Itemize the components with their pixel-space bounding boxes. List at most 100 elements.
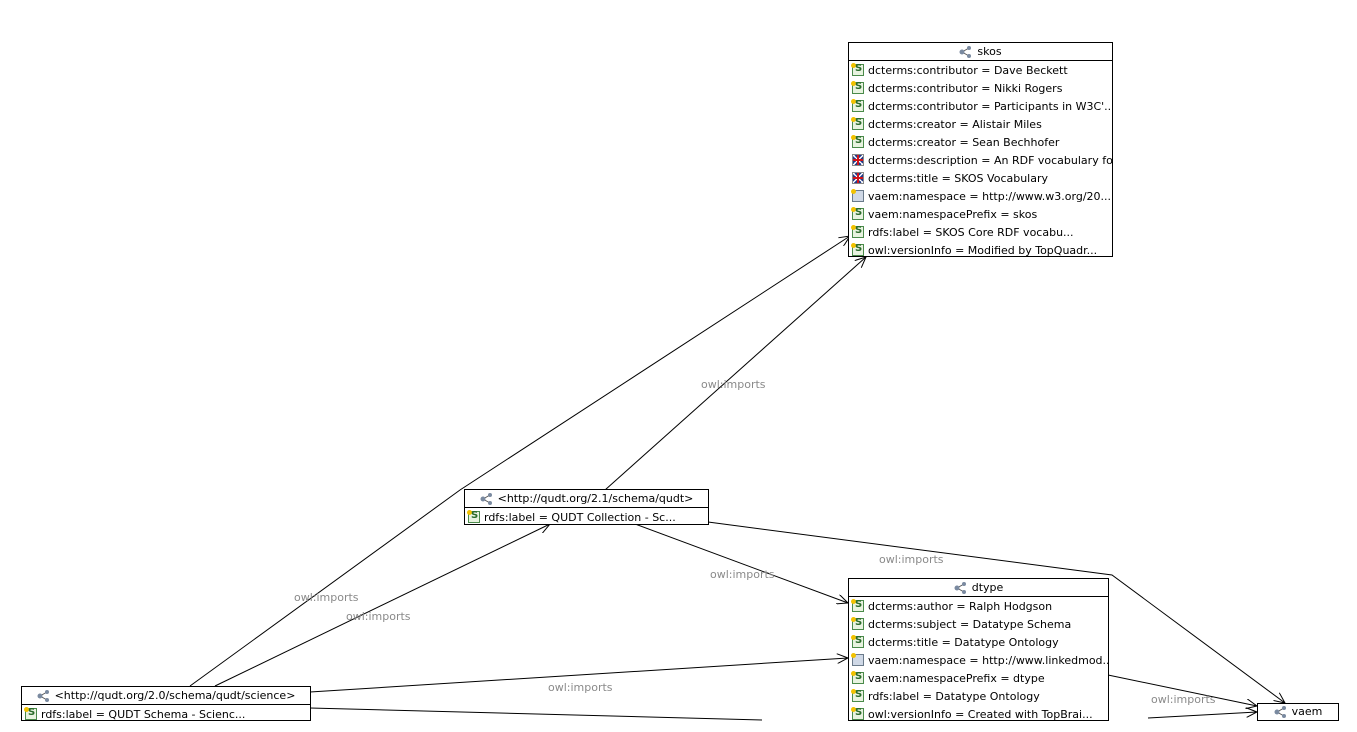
node-title: dtype bbox=[971, 581, 1004, 594]
property-row[interactable]: dcterms:creator = Sean Bechhofer bbox=[849, 133, 1112, 151]
string-literal-icon bbox=[851, 689, 864, 702]
edge-science-qudt[interactable] bbox=[214, 524, 550, 687]
node-properties: dcterms:contributor = Dave Beckett dcterm… bbox=[849, 61, 1112, 259]
edge-science-dtype[interactable] bbox=[309, 658, 848, 693]
property-row[interactable]: dcterms:creator = Alistair Miles bbox=[849, 115, 1112, 133]
string-literal-icon bbox=[851, 635, 864, 648]
string-literal-icon bbox=[851, 207, 864, 220]
ontology-icon bbox=[37, 689, 51, 702]
node-title: <http://qudt.org/2.0/schema/qudt/science… bbox=[54, 689, 296, 702]
property-text: rdfs:label = QUDT Schema - Scienc... bbox=[41, 707, 246, 721]
ontology-icon bbox=[954, 581, 968, 594]
property-text: rdfs:label = Datatype Ontology bbox=[868, 689, 1040, 703]
property-row[interactable]: rdfs:label = SKOS Core RDF vocabu... bbox=[849, 223, 1112, 241]
edge-science-vaem-end[interactable] bbox=[1147, 712, 1257, 719]
property-row[interactable]: rdfs:label = QUDT Collection - Sc... bbox=[465, 508, 708, 526]
ontology-icon bbox=[1274, 706, 1288, 718]
node-properties: rdfs:label = QUDT Collection - Sc... bbox=[465, 508, 708, 526]
property-text: dcterms:subject = Datatype Schema bbox=[868, 617, 1072, 631]
edge-label-science-qudt: owl:imports bbox=[346, 610, 411, 623]
property-text: dcterms:contributor = Dave Beckett bbox=[868, 63, 1068, 77]
ontology-node-vaem[interactable]: vaem bbox=[1257, 703, 1339, 721]
property-row[interactable]: dcterms:contributor = Nikki Rogers bbox=[849, 79, 1112, 97]
string-literal-icon bbox=[851, 243, 864, 256]
property-text: dcterms:description = An RDF vocabulary … bbox=[868, 153, 1112, 167]
node-header[interactable]: <http://qudt.org/2.1/schema/qudt> bbox=[465, 490, 708, 508]
property-row[interactable]: dcterms:description = An RDF vocabulary … bbox=[849, 151, 1112, 169]
ontology-node-qudt[interactable]: <http://qudt.org/2.1/schema/qudt> rdfs:l… bbox=[464, 489, 709, 525]
node-header[interactable]: vaem bbox=[1258, 704, 1338, 720]
string-literal-icon bbox=[851, 599, 864, 612]
edge-label-qudt-vaem: owl:imports bbox=[879, 553, 944, 566]
ontology-icon bbox=[480, 492, 494, 505]
edge-label-qudt-skos: owl:imports bbox=[701, 378, 766, 391]
edge-label-science-dtype: owl:imports bbox=[548, 681, 613, 694]
property-text: dcterms:title = SKOS Vocabulary bbox=[868, 171, 1049, 185]
ontology-node-skos[interactable]: skos dcterms:contributor = Dave Beckettd… bbox=[848, 42, 1113, 257]
property-row[interactable]: dcterms:title = SKOS Vocabulary bbox=[849, 169, 1112, 187]
property-text: dcterms:author = Ralph Hodgson bbox=[868, 599, 1053, 613]
node-properties: dcterms:author = Ralph Hodgson dcterms:su… bbox=[849, 597, 1108, 723]
string-literal-icon bbox=[851, 99, 864, 112]
edge-label-qudt-dtype: owl:imports bbox=[710, 568, 775, 581]
property-row[interactable]: vaem:namespace = http://www.linkedmod... bbox=[849, 651, 1108, 669]
string-literal-icon bbox=[851, 671, 864, 684]
string-literal-icon bbox=[24, 707, 37, 720]
edge-label-science-skos: owl:imports bbox=[294, 591, 359, 604]
node-title: <http://qudt.org/2.1/schema/qudt> bbox=[497, 492, 694, 505]
property-row[interactable]: rdfs:label = QUDT Schema - Scienc... bbox=[22, 705, 310, 723]
node-header[interactable]: dtype bbox=[849, 579, 1108, 597]
property-row[interactable]: rdfs:label = Datatype Ontology bbox=[849, 687, 1108, 705]
property-row[interactable]: dcterms:subject = Datatype Schema bbox=[849, 615, 1108, 633]
property-row[interactable]: vaem:namespace = http://www.w3.org/20... bbox=[849, 187, 1112, 205]
ontology-node-science[interactable]: <http://qudt.org/2.0/schema/qudt/science… bbox=[21, 686, 311, 721]
edge-qudt-dtype[interactable] bbox=[634, 523, 848, 603]
node-title: skos bbox=[977, 45, 1002, 58]
string-literal-icon bbox=[851, 117, 864, 130]
english-language-flag-icon bbox=[852, 154, 864, 166]
property-text: owl:versionInfo = Modified by TopQuadr..… bbox=[868, 243, 1098, 257]
ontology-node-dtype[interactable]: dtype dcterms:author = Ralph Hodgsondcte… bbox=[848, 578, 1109, 721]
string-literal-icon bbox=[851, 63, 864, 76]
property-text: dcterms:creator = Alistair Miles bbox=[868, 117, 1042, 131]
ontology-icon bbox=[959, 45, 973, 58]
property-row[interactable]: dcterms:contributor = Participants in W3… bbox=[849, 97, 1112, 115]
property-text: dcterms:title = Datatype Ontology bbox=[868, 635, 1059, 649]
string-literal-icon bbox=[467, 510, 480, 523]
node-header[interactable]: skos bbox=[849, 43, 1112, 61]
property-text: dcterms:contributor = Nikki Rogers bbox=[868, 81, 1063, 95]
property-row[interactable]: owl:versionInfo = Created with TopBrai..… bbox=[849, 705, 1108, 723]
typed-literal-icon bbox=[851, 189, 864, 202]
property-text: rdfs:label = SKOS Core RDF vocabu... bbox=[868, 225, 1074, 239]
property-text: dcterms:creator = Sean Bechhofer bbox=[868, 135, 1060, 149]
string-literal-icon bbox=[851, 225, 864, 238]
property-text: vaem:namespace = http://www.linkedmod... bbox=[868, 653, 1108, 667]
property-row[interactable]: dcterms:contributor = Dave Beckett bbox=[849, 61, 1112, 79]
property-row[interactable]: dcterms:title = Datatype Ontology bbox=[849, 633, 1108, 651]
property-row[interactable]: owl:versionInfo = Modified by TopQuadr..… bbox=[849, 241, 1112, 259]
property-text: vaem:namespacePrefix = skos bbox=[868, 207, 1038, 221]
english-language-flag-icon bbox=[852, 172, 864, 184]
edge-qudt-skos[interactable] bbox=[604, 257, 866, 491]
string-literal-icon bbox=[851, 81, 864, 94]
edge-science-vaem[interactable] bbox=[309, 707, 763, 721]
string-literal-icon bbox=[851, 707, 864, 720]
node-header[interactable]: <http://qudt.org/2.0/schema/qudt/science… bbox=[22, 687, 310, 705]
property-text: vaem:namespace = http://www.w3.org/20... bbox=[868, 189, 1112, 203]
property-text: rdfs:label = QUDT Collection - Sc... bbox=[484, 510, 676, 524]
property-text: owl:versionInfo = Created with TopBrai..… bbox=[868, 707, 1093, 721]
property-row[interactable]: vaem:namespacePrefix = skos bbox=[849, 205, 1112, 223]
edge-science-skos[interactable] bbox=[189, 236, 850, 687]
edge-label-dtype-vaem: owl:imports bbox=[1151, 693, 1216, 706]
typed-literal-icon bbox=[851, 653, 864, 666]
string-literal-icon bbox=[851, 135, 864, 148]
property-row[interactable]: dcterms:author = Ralph Hodgson bbox=[849, 597, 1108, 615]
property-row[interactable]: vaem:namespacePrefix = dtype bbox=[849, 669, 1108, 687]
edge-dtype-vaem[interactable] bbox=[1107, 674, 1257, 706]
node-properties: rdfs:label = QUDT Schema - Scienc... bbox=[22, 705, 310, 723]
property-text: dcterms:contributor = Participants in W3… bbox=[868, 99, 1112, 113]
string-literal-icon bbox=[851, 617, 864, 630]
node-title: vaem bbox=[1291, 705, 1323, 718]
property-text: vaem:namespacePrefix = dtype bbox=[868, 671, 1045, 685]
